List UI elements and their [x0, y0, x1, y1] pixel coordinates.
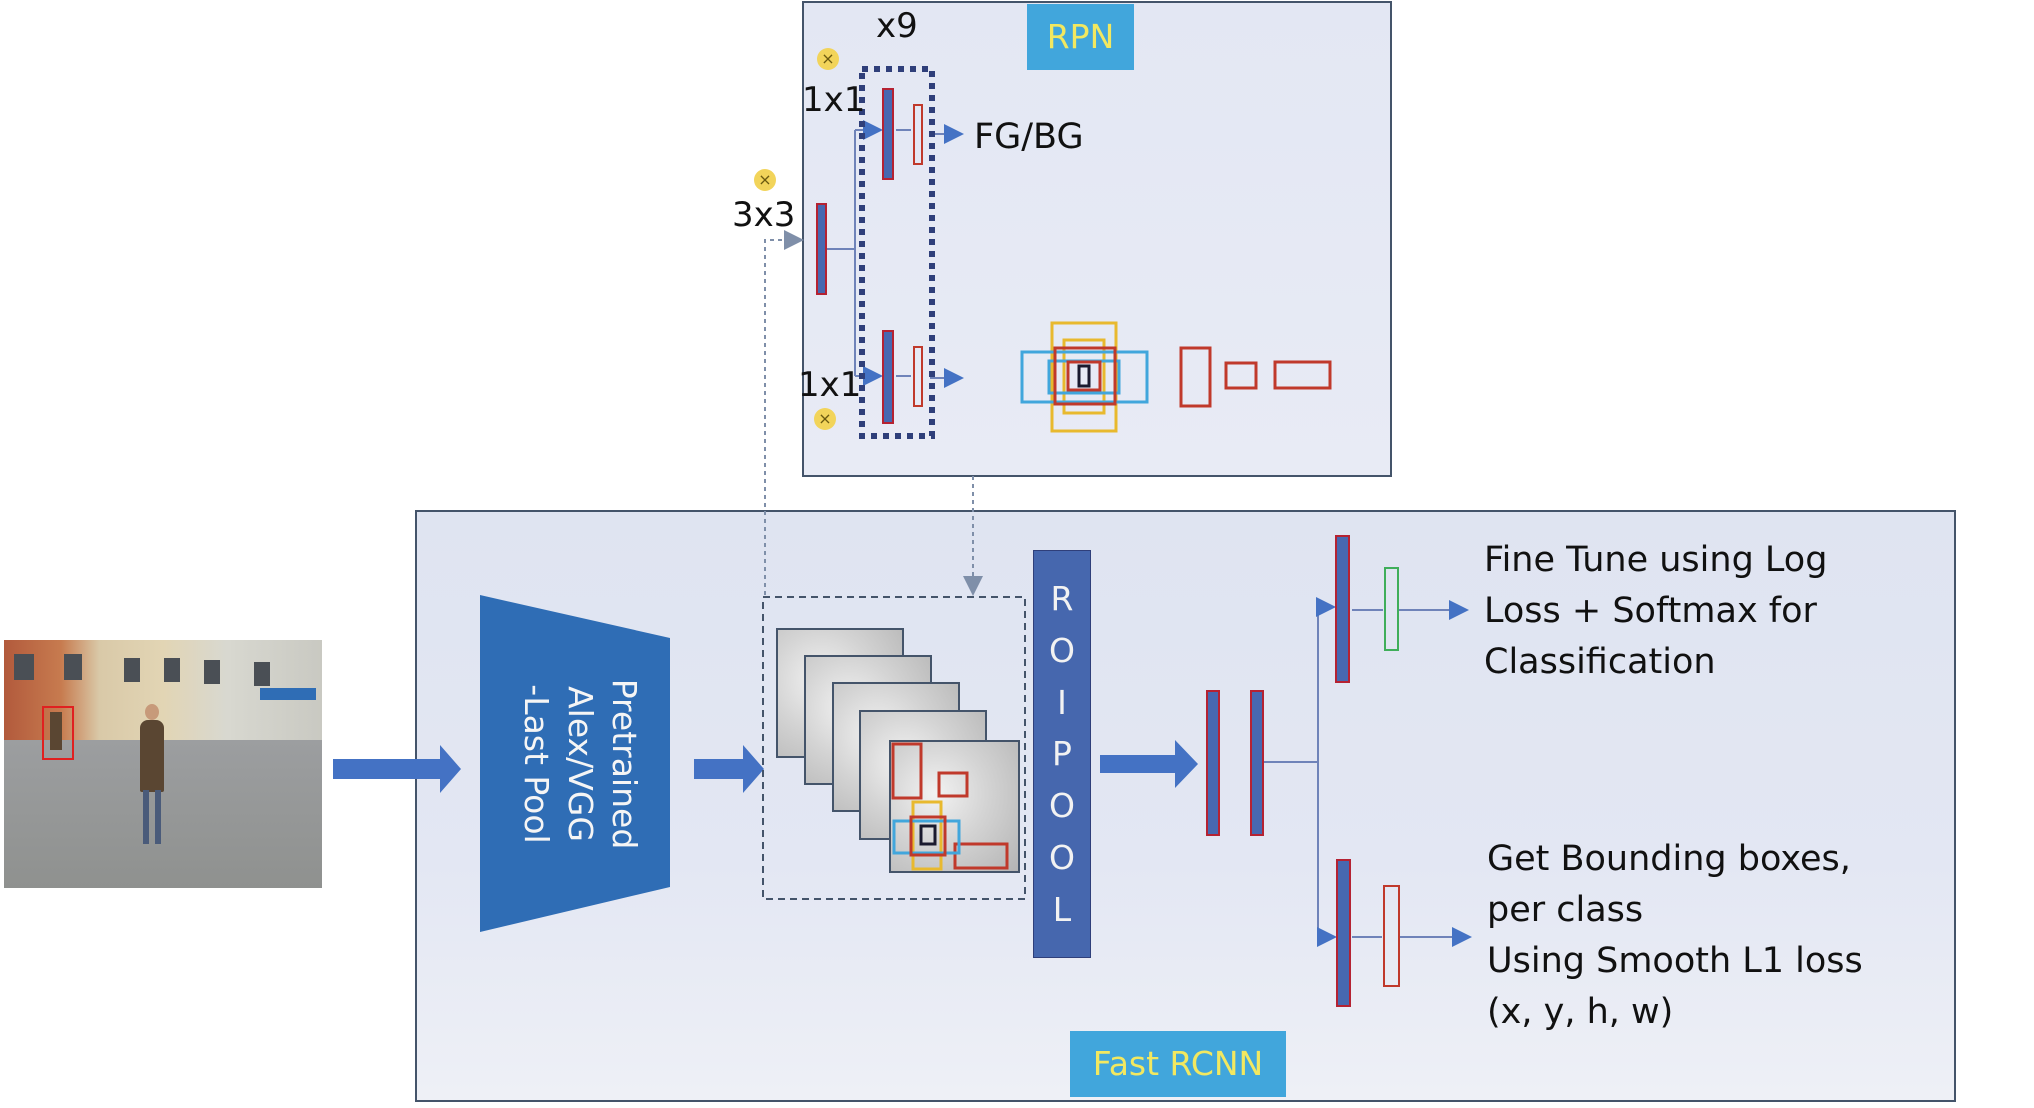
cls-output	[1384, 567, 1399, 651]
roi-letter-7: L	[1052, 889, 1072, 929]
multiply-circle-icon: ×	[817, 48, 839, 70]
bbox-line-3: Using Smooth L1 loss	[1487, 941, 1863, 981]
rpn-conv3x3-bar	[816, 203, 827, 295]
feature-map-group	[762, 596, 1026, 900]
bbox-line-2: per class	[1487, 890, 1644, 930]
roi-letter-1: R	[1050, 579, 1074, 618]
roi-letter-2: O	[1049, 630, 1075, 670]
backbone-trapezoid	[480, 595, 670, 932]
bbox-output	[1383, 885, 1400, 987]
x9-label: x9	[876, 6, 918, 46]
big-arrows	[333, 740, 1198, 793]
anchor-boxes	[1020, 321, 1332, 433]
rpn-cls-bar	[882, 88, 894, 180]
fc-layer-1	[1206, 690, 1220, 836]
cls-fc-bar	[1335, 535, 1350, 683]
backbone-line-1: Pretrained	[605, 678, 644, 850]
dashed-links	[764, 230, 983, 596]
fc-layer-2	[1250, 690, 1264, 836]
rpn-panel	[802, 1, 1392, 477]
multiply-circle-icon: ×	[754, 169, 776, 191]
rpn-reg-output	[913, 346, 923, 407]
cls-line-3: Classification	[1484, 642, 1716, 682]
cls-line-2: Loss + Softmax for	[1484, 591, 1817, 631]
cls-line-1: Fine Tune using Log	[1484, 540, 1828, 580]
fg-bg-label: FG/BG	[974, 117, 1084, 157]
bbox-fc-bar	[1336, 859, 1351, 1007]
backbone-line-2: Alex/VGG	[561, 686, 600, 842]
rpn-reg-bar	[882, 330, 894, 424]
backbone-line-3: -Last Pool	[517, 684, 556, 844]
roi-letter-4: P	[1052, 734, 1072, 774]
x9-group-box	[859, 66, 935, 439]
input-street-image	[4, 640, 322, 888]
bbox-line-4: (x, y, h, w)	[1487, 992, 1674, 1032]
conv3x3-label: 3x3	[732, 195, 796, 235]
multiply-circle-icon: ×	[814, 408, 836, 430]
bbox-line-1: Get Bounding boxes,	[1487, 839, 1851, 879]
roi-letter-6: O	[1049, 838, 1075, 878]
fast-rcnn-tag: Fast RCNN	[1070, 1031, 1286, 1097]
proposal-boxes	[891, 742, 1009, 871]
rpn-tag: RPN	[1027, 4, 1134, 70]
conv1x1-bottom-label: 1x1	[798, 365, 862, 405]
fc-branch-lines	[1263, 597, 1472, 947]
fast-rcnn-panel	[415, 510, 1956, 1102]
bbox-description: Get Bounding boxes, per class Using Smoo…	[1487, 834, 1863, 1038]
rpn-cls-output	[913, 104, 923, 165]
roi-pool-block: R O I P O O L	[1033, 550, 1091, 958]
roi-letter-5: O	[1049, 786, 1075, 826]
conv1x1-top-label: 1x1	[802, 80, 866, 120]
roi-letter-3: I	[1057, 682, 1067, 722]
classification-description: Fine Tune using Log Loss + Softmax for C…	[1484, 535, 1827, 688]
